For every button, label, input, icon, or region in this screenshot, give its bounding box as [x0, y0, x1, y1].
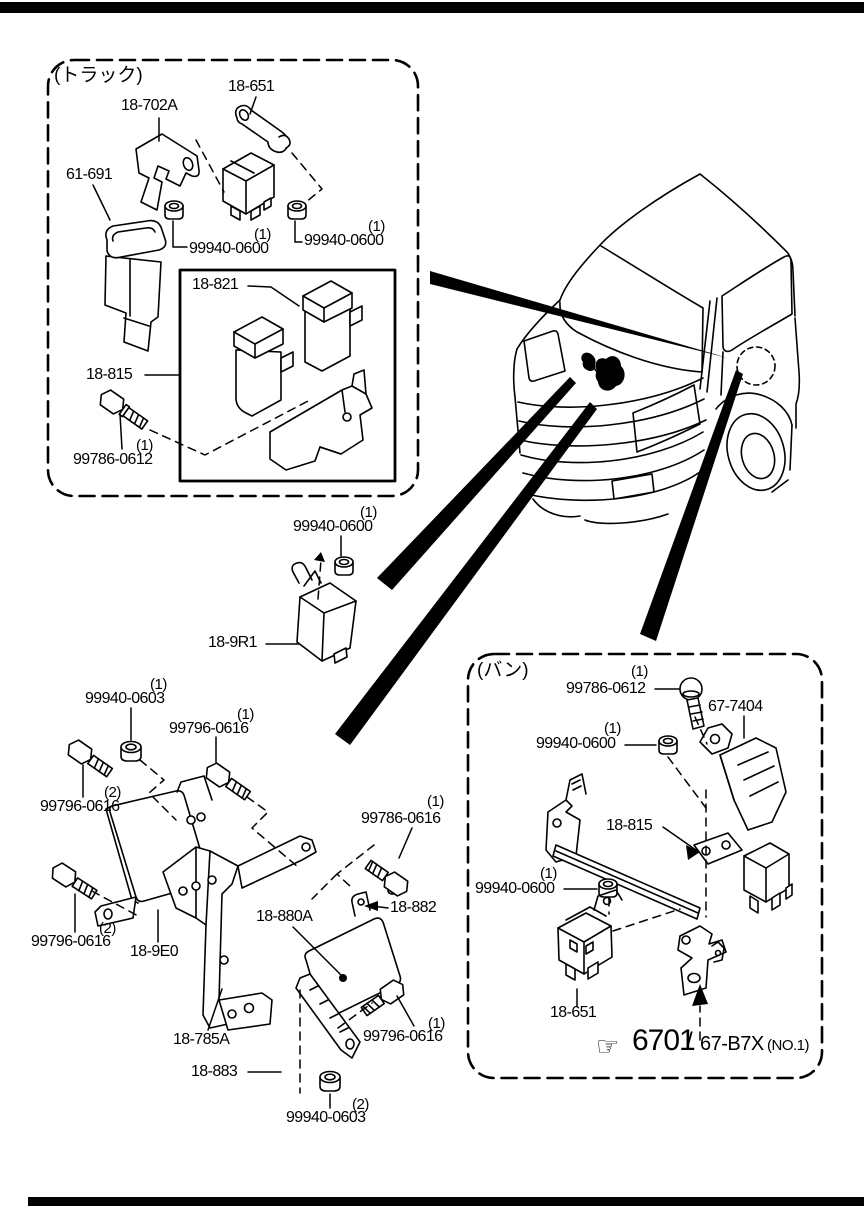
part-drawing-18-9r1	[291, 561, 357, 664]
part-label-99940-0603-lower: 99940-0603	[286, 1109, 366, 1126]
part-label-18-821: 18-821	[192, 276, 239, 293]
reference-note-no1: (NO.1)	[767, 1037, 810, 1054]
bolt-99786-0616	[364, 859, 409, 897]
bolt-99796-0616-b	[205, 762, 252, 801]
part-drawing-van-small-bracket	[677, 925, 727, 996]
van-section-title: (バン)	[477, 660, 529, 681]
part-drawing-18-651-strap	[234, 104, 291, 154]
part-label-99796-0616-c: 99796-0616	[31, 933, 111, 950]
nut-99940-0600-mid	[334, 556, 354, 576]
part-qty-99796-0616-c: (2)	[99, 920, 116, 937]
part-qty-99940-0603-lower: (2)	[352, 1096, 369, 1113]
part-drawing-67-7404	[699, 723, 787, 831]
vehicle-illustration	[512, 173, 801, 525]
bolt-99796-0616-a	[67, 739, 114, 778]
part-qty-99940-0600-truck-2: (1)	[368, 218, 385, 235]
part-label-99940-0600-van-lower: 99940-0600	[475, 880, 555, 897]
part-label-18-651-van: 18-651	[550, 1004, 597, 1021]
reference-separator: /	[686, 1028, 693, 1055]
part-label-99786-0612-van: 99786-0612	[566, 680, 646, 697]
part-label-99796-0616-b: 99796-0616	[40, 798, 120, 815]
mount-location-blob-small	[581, 352, 596, 372]
part-qty-99786-0616: (1)	[427, 793, 444, 810]
part-drawing-18-702a	[135, 133, 200, 211]
part-label-18-702a: 18-702A	[121, 97, 178, 114]
part-qty-99796-0616-b: (2)	[104, 784, 121, 801]
part-label-99940-0600-truck-1: 99940-0600	[189, 240, 269, 257]
part-drawing-18-821-bracket	[269, 369, 373, 471]
wedge-leader-lower-cluster	[335, 402, 597, 745]
assembly-dashed-lines	[91, 139, 708, 1094]
part-label-99786-0616: 99786-0616	[361, 810, 441, 827]
part-drawing-van-right-relay	[743, 842, 793, 914]
truck-section-title: (トラック)	[54, 65, 143, 86]
van-section-box	[466, 652, 824, 1080]
page-top-rule	[0, 2, 864, 13]
part-drawing-18-815-van	[545, 773, 743, 920]
part-label-99940-0600-truck-2: 99940-0600	[304, 232, 384, 249]
part-drawing-18-651-van	[557, 889, 623, 981]
wedge-leader-van-box	[640, 370, 743, 641]
part-qty-99940-0600-mid: (1)	[360, 504, 377, 521]
part-drawing-truck-relay	[222, 152, 275, 221]
part-drawing-18-785a	[162, 835, 317, 1031]
part-label-18-882: 18-882	[390, 899, 437, 916]
wedge-leader-18-9r1	[377, 377, 576, 590]
pointing-hand-icon: ☞	[596, 1031, 620, 1061]
mount-location-blob	[595, 356, 625, 391]
part-qty-99796-0616-a: (1)	[237, 706, 254, 723]
part-qty-99940-0600-van-upper: (1)	[604, 720, 621, 737]
part-qty-99796-0616-d: (1)	[428, 1015, 445, 1032]
bolt-99786-0612-van	[679, 677, 705, 730]
inner-18-821-box	[178, 268, 397, 483]
part-label-18-9r1: 18-9R1	[208, 634, 257, 651]
part-label-61-691: 61-691	[66, 166, 113, 183]
part-label-99786-0612-truck: 99786-0612	[73, 451, 153, 468]
nut-99940-0600-van-upper	[658, 735, 678, 755]
dashed-arrowheads	[314, 552, 708, 1006]
wedge-leader-truck-box	[430, 271, 728, 358]
nut-99940-0603-lower	[319, 1070, 341, 1092]
part-label-99796-0616-d: 99796-0616	[363, 1028, 443, 1045]
part-qty-99786-0612-truck: (1)	[136, 437, 153, 454]
part-label-99940-0603-upper: 99940-0603	[85, 690, 165, 707]
bolt-99786-0612-truck	[99, 389, 149, 430]
nut-99940-0600-truck-2	[287, 200, 307, 220]
part-drawing-18-821-relays	[233, 280, 363, 417]
part-qty-99940-0600-truck-1: (1)	[254, 226, 271, 243]
part-qty-99940-0603-upper: (1)	[150, 676, 167, 693]
nut-99940-0603-upper	[120, 740, 142, 762]
part-label-18-815-truck: 18-815	[86, 366, 133, 383]
part-label-18-9e0: 18-9E0	[130, 943, 179, 960]
part-label-99940-0600-mid: 99940-0600	[293, 518, 373, 535]
part-label-67-7404: 67-7404	[708, 698, 763, 715]
part-qty-99786-0612-van: (1)	[631, 663, 648, 680]
part-drawing-61-691	[104, 219, 167, 352]
wedge-leaders	[335, 271, 743, 745]
part-qty-99940-0600-van-lower: (1)	[540, 865, 557, 882]
part-label-99796-0616-a: 99796-0616	[169, 720, 249, 737]
part-label-18-651-truck: 18-651	[228, 78, 275, 95]
part-drawing-18-883	[295, 973, 361, 1059]
part-label-99940-0600-van-upper: 99940-0600	[536, 735, 616, 752]
part-label-18-785a: 18-785A	[173, 1031, 230, 1048]
page-bottom-rule	[28, 1197, 864, 1206]
reference-code-67-b7x: 67-B7X	[700, 1033, 764, 1055]
part-label-18-815-van: 18-815	[606, 817, 653, 834]
bolt-99796-0616-c	[51, 862, 98, 900]
nut-99940-0600-truck-1	[164, 200, 184, 220]
part-label-18-880a: 18-880A	[256, 908, 313, 925]
reference-code-6701: 6701	[632, 1024, 696, 1057]
truck-section-box	[46, 58, 420, 498]
part-label-18-883: 18-883	[191, 1063, 238, 1080]
label-leader-lines	[74, 96, 745, 1109]
mount-location-dashed-circle	[736, 346, 776, 386]
